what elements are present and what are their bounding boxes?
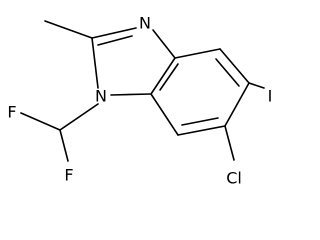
bond-c5-c6	[224, 82, 250, 127]
atom-label-n-imine: N	[139, 14, 151, 33]
atom-label-f-top: F	[7, 103, 16, 122]
bond-c2-n3-double	[97, 35, 133, 46]
bond-c7a-c3a	[150, 57, 176, 95]
bond-c4-c5	[219, 48, 250, 84]
bond-c6-c7-double	[181, 117, 219, 126]
molecule-canvas: N N F F I Cl	[7, 13, 273, 188]
bond-c5-iodo	[248, 82, 265, 89]
benzimidazole-structure: N N F F I Cl	[7, 14, 273, 188]
bond-chf2-f-top	[20, 112, 61, 131]
bond-methyl-c2	[44, 20, 93, 39]
bond-c3a-c4	[174, 48, 221, 59]
bond-c7a-c3a-double	[159, 63, 179, 91]
atom-label-iodo: I	[268, 87, 273, 106]
bond-n1-chf2	[59, 103, 99, 131]
bond-c4-c5-double	[215, 58, 240, 87]
bond-n1-c7a	[110, 93, 152, 96]
bond-c6-c7	[177, 125, 226, 136]
bond-c6-chloro	[224, 125, 235, 161]
bond-n3-c3a	[152, 29, 176, 59]
bond-c2-n3	[91, 27, 137, 39]
bond-c7-c7a	[150, 93, 179, 136]
bond-c2-n1	[91, 37, 99, 89]
atom-label-chloro: Cl	[226, 169, 242, 188]
bond-chf2-f-bottom	[59, 129, 69, 162]
atom-label-n-amine: N	[95, 87, 107, 106]
atom-label-f-bottom: F	[64, 166, 73, 185]
